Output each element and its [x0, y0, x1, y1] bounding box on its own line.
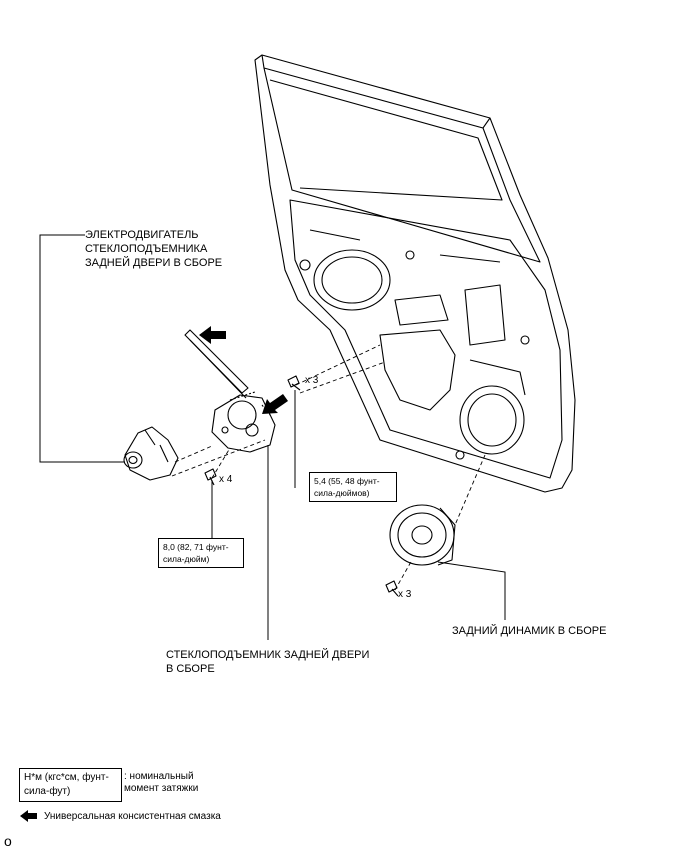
- corner-mark: o: [4, 833, 12, 849]
- torque-box-upper: 5,4 (55, 48 фунт- сила-дюймов): [309, 472, 397, 502]
- legend-grease-desc: Универсальная консистентная смазка: [44, 811, 221, 822]
- door-inner-panel: [289, 199, 563, 479]
- upper-bolts-qty: x 3: [305, 375, 319, 386]
- grease-arrow-gear: [262, 394, 288, 414]
- speaker-screws-qty: x 3: [398, 589, 412, 600]
- torque-box-lower: 8,0 (82, 71 фунт- сила-дюйм): [158, 538, 244, 568]
- speaker-body: [389, 504, 455, 566]
- door-frame: [254, 54, 576, 493]
- door-window-frame: [263, 67, 541, 263]
- screw-speaker: [385, 580, 399, 597]
- regulator-label: СТЕКЛОПОДЪЕМНИК ЗАДНЕЙ ДВЕРИ В СБОРЕ: [166, 649, 370, 675]
- lower-bolts-qty: x 4: [219, 474, 233, 485]
- grease-legend-icon: [20, 810, 37, 822]
- motor-label: ЭЛЕКТРОДВИГАТЕЛЬ СТЕКЛОПОДЪЕМНИКА ЗАДНЕЙ…: [85, 229, 223, 269]
- legend-torque-desc: : номинальный момент затяжки: [124, 771, 199, 794]
- motor-body: [124, 426, 179, 481]
- grease-arrow-rail: [199, 326, 226, 344]
- regulator-rail: [184, 329, 249, 394]
- regulator-plate: [211, 394, 276, 453]
- legend-torque-box: Н*м (кгс*см, фунт- сила-фут): [19, 768, 122, 802]
- bolt-upper: [287, 375, 301, 391]
- bolt-lower: [204, 468, 217, 486]
- speaker-label: ЗАДНИЙ ДИНАМИК В СБОРЕ: [452, 625, 607, 637]
